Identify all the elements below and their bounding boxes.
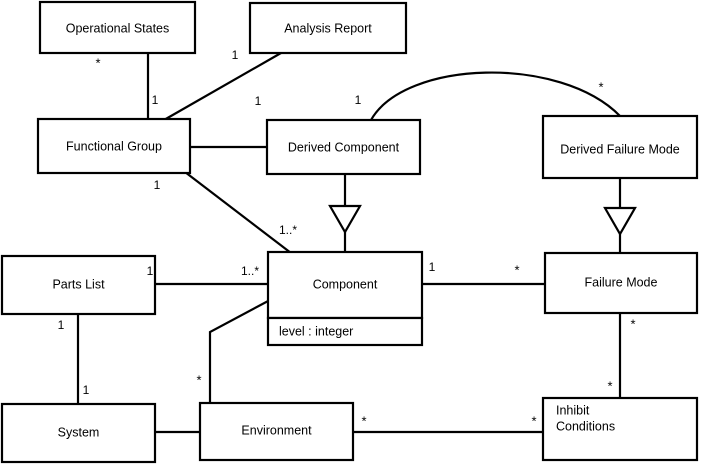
class-box-analysis-report[interactable] — [248, 1, 408, 55]
class-box-operational-states[interactable] — [38, 0, 197, 55]
multiplicity-operational-states-end: * — [95, 55, 100, 70]
class-attributes-compartment-component — [266, 316, 424, 347]
multiplicity-functional-group-analysis-report-near: 1 — [152, 93, 159, 107]
class-name-derived-component: Derived Component — [288, 140, 400, 154]
multiplicity-failure-mode-inhibit-far: * — [607, 378, 612, 393]
multiplicity-component-environment-end: * — [196, 372, 201, 387]
multiplicity-derived-component-curve-near: 1 — [355, 93, 362, 107]
class-box-system[interactable] — [0, 402, 157, 464]
assoc-derived-component-derived-failure-mode — [370, 71, 621, 121]
class-box-inhibit-conditions[interactable] — [541, 396, 699, 462]
multiplicity-functional-group-component-far: 1..* — [279, 223, 297, 237]
class-name-system: System — [58, 425, 100, 439]
class-name-parts-list: Parts List — [52, 277, 105, 291]
multiplicity-parts-list-component-far: 1..* — [241, 264, 259, 278]
multiplicity-functional-group-analysis-report-far: 1 — [232, 48, 239, 62]
class-name-functional-group: Functional Group — [66, 139, 162, 153]
multiplicity-parts-list-component-near: 1 — [147, 264, 154, 278]
class-name-inhibit-conditions-line1: Inhibit — [556, 403, 590, 417]
class-name-analysis-report: Analysis Report — [284, 21, 372, 35]
class-box-derived-failure-mode[interactable] — [541, 114, 699, 180]
assoc-functional-group-analysis-report — [163, 52, 282, 121]
multiplicity-environment-inhibit-near: * — [361, 413, 366, 428]
assoc-functional-group-component — [184, 171, 292, 254]
class-box-environment[interactable] — [198, 401, 355, 462]
class-name-component: Component — [313, 277, 378, 291]
class-box-functional-group[interactable] — [36, 117, 192, 175]
class-box-component[interactable] — [266, 250, 424, 320]
class-box-derived-component[interactable] — [265, 118, 422, 176]
class-name-operational-states: Operational States — [66, 21, 170, 35]
multiplicity-parts-list-system-near: 1 — [58, 318, 65, 332]
generalization-derived-failure-mode-arrowhead — [603, 206, 637, 237]
multiplicity-component-failure-mode-far: * — [514, 262, 519, 277]
multiplicity-derived-failure-mode-curve-far: * — [598, 79, 603, 94]
multiplicity-derived-component-end: 1 — [255, 94, 262, 108]
multiplicity-component-failure-mode-near: 1 — [429, 260, 436, 274]
multiplicity-functional-group-component-near: 1 — [154, 178, 161, 192]
class-box-failure-mode[interactable] — [543, 251, 699, 315]
class-name-derived-failure-mode: Derived Failure Mode — [560, 142, 680, 156]
multiplicity-environment-inhibit-far: * — [531, 413, 536, 428]
class-name-inhibit-conditions-line2: Conditions — [556, 419, 615, 433]
multiplicity-failure-mode-inhibit-near: * — [630, 316, 635, 331]
multiplicity-parts-list-system-far: 1 — [83, 383, 90, 397]
class-name-failure-mode: Failure Mode — [585, 275, 658, 289]
class-box-parts-list[interactable] — [0, 254, 157, 316]
assoc-component-environment — [208, 299, 271, 404]
class-name-environment: Environment — [241, 423, 312, 437]
generalization-derived-component-arrowhead — [328, 204, 362, 235]
class-attribute-component-level: level : integer — [279, 324, 353, 338]
